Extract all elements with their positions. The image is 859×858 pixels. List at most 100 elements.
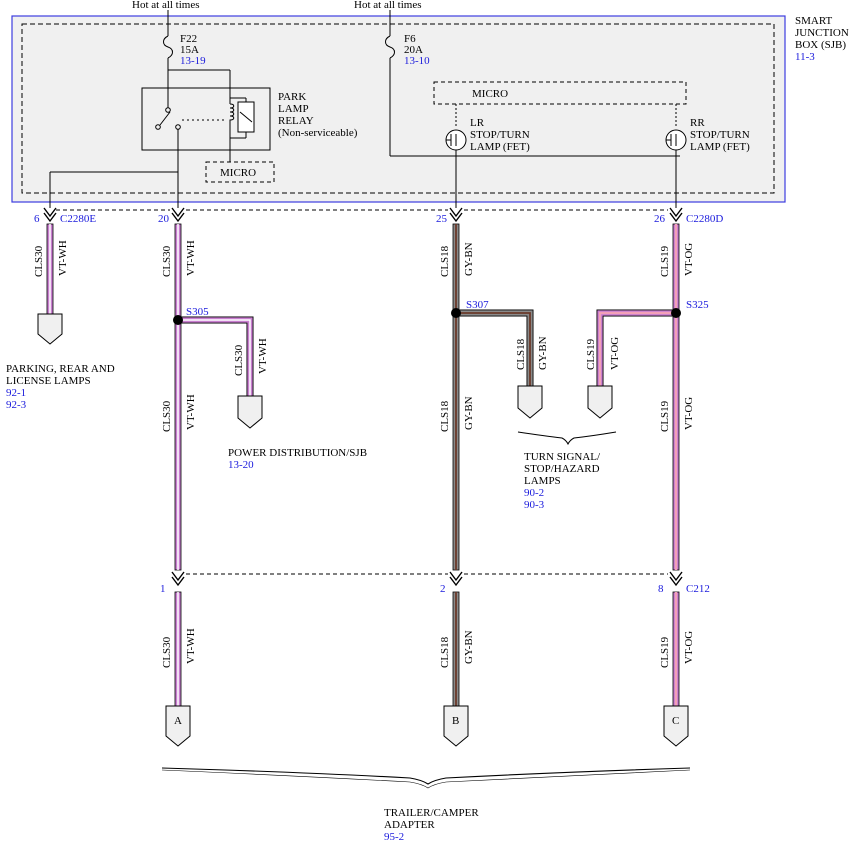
sjb-name-3: BOX (SJB) <box>795 39 846 51</box>
wire-307-color: GY-BN <box>537 336 549 370</box>
connector-pin-26 <box>669 207 683 223</box>
fet-lr-3: LAMP (FET) <box>470 141 530 153</box>
connector-c2280d-label: C2280D <box>686 213 723 225</box>
fet-rr-2: STOP/TURN <box>690 129 750 141</box>
fet-lr-1: LR <box>470 117 485 129</box>
connector-c212-pin-2 <box>449 571 463 587</box>
wire-26a-circuit: CLS19 <box>659 245 671 277</box>
wire-c-color: VT-OG <box>683 631 695 664</box>
park-lamp-relay <box>141 87 271 151</box>
connector-pin-2-label: 2 <box>440 583 446 595</box>
turn-label-3: LAMPS <box>524 475 561 487</box>
parking-lamps-connector-icon <box>37 313 63 345</box>
connector-pin-26-label: 26 <box>654 213 666 225</box>
fet-rr-3: LAMP (FET) <box>690 141 750 153</box>
power-distribution-connector-icon <box>237 395 263 429</box>
wire-b-color: GY-BN <box>463 630 475 664</box>
wire-a-color: VT-WH <box>185 628 197 664</box>
wire-pin-6 <box>46 223 54 315</box>
turn-lamp-brace <box>517 431 617 446</box>
parking-ref-1: 92-1 <box>6 387 26 399</box>
wire-pin-20 <box>174 223 182 571</box>
adapter-pin-c-icon <box>663 705 689 747</box>
relay-label-3: RELAY <box>278 115 314 127</box>
wire-20a-color: VT-WH <box>185 240 197 276</box>
connector-pin-25-label: 25 <box>436 213 448 225</box>
wire-20b-circuit: CLS30 <box>161 400 173 432</box>
splice-s307 <box>451 308 461 318</box>
fuse-f22-rating: 15A <box>180 44 199 56</box>
splice-s305-label: S305 <box>186 306 209 318</box>
wire-25a-circuit: CLS18 <box>439 245 451 277</box>
wire-6-circuit: CLS30 <box>33 245 45 277</box>
wire-a-circuit: CLS30 <box>161 636 173 668</box>
wire-26b-circuit: CLS19 <box>659 400 671 432</box>
wire-pin-2 <box>452 591 460 707</box>
wire-s307-branch <box>456 309 534 386</box>
sjb-inner-dashed <box>21 23 775 194</box>
wire-c-circuit: CLS19 <box>659 636 671 668</box>
wire-325-color: VT-OG <box>609 337 621 370</box>
adapter-pin-b-icon <box>443 705 469 747</box>
wire-25a-color: GY-BN <box>463 242 475 276</box>
wire-pin-1 <box>174 591 182 707</box>
parking-ref-2: 92-3 <box>6 399 27 411</box>
relay-label-4: (Non-serviceable) <box>278 127 358 139</box>
trailer-label-1: TRAILER/CAMPER <box>384 807 479 819</box>
connector-pin-25 <box>449 207 463 223</box>
wire-307-circuit: CLS18 <box>515 338 527 370</box>
relay-label-1: PARK <box>278 91 306 103</box>
micro-label-relay: MICRO <box>220 167 256 179</box>
wire-305-circuit: CLS30 <box>233 344 245 376</box>
connector-pin-20 <box>171 207 185 223</box>
turn-label-1: TURN SIGNAL/ <box>524 451 601 463</box>
connector-pin-20-label: 20 <box>158 213 170 225</box>
fet-lr-2: STOP/TURN <box>470 129 530 141</box>
wire-pin-26 <box>672 223 680 571</box>
sjb-box <box>11 15 786 203</box>
supply-right-label: Hot at all times <box>354 0 422 11</box>
adapter-pin-a-label: A <box>174 715 182 727</box>
turn-label-2: STOP/HAZARD <box>524 463 600 475</box>
fuse-f6-icon <box>385 35 395 59</box>
wire-26a-color: VT-OG <box>683 243 695 276</box>
wire-pin-25 <box>452 223 460 571</box>
fuse-f6-ref: 13-10 <box>404 55 430 67</box>
sjb-name-1: SMART <box>795 15 833 27</box>
fuse-f6-id: F6 <box>404 33 416 45</box>
micro-box-fet <box>433 81 687 105</box>
wire-20a-circuit: CLS30 <box>161 245 173 277</box>
relay-coil-icon <box>229 98 235 138</box>
fuse-f22-id: F22 <box>180 33 197 45</box>
trailer-label-2: ADAPTER <box>384 819 435 831</box>
power-label: POWER DISTRIBUTION/SJB <box>228 447 367 459</box>
wire-25b-circuit: CLS18 <box>439 400 451 432</box>
relay-label-2: LAMP <box>278 103 309 115</box>
sjb-ref: 11-3 <box>795 51 815 63</box>
wire-6-color: VT-WH <box>57 240 69 276</box>
connector-pin-6-label: 6 <box>34 213 40 225</box>
wire-pin-8 <box>672 591 680 707</box>
power-ref: 13-20 <box>228 459 254 471</box>
micro-box-relay <box>205 161 275 183</box>
trailer-brace <box>161 767 691 785</box>
supply-left-label: Hot at all times <box>132 0 200 11</box>
parking-label-1: PARKING, REAR AND <box>6 363 115 375</box>
sjb-name-2: JUNCTION <box>795 27 849 39</box>
fuse-f22-icon <box>163 35 173 59</box>
connector-c212-pin-1 <box>171 571 185 587</box>
fuse-f6-rating: 20A <box>404 44 423 56</box>
splice-s325 <box>671 308 681 318</box>
micro-label-fet: MICRO <box>472 88 508 100</box>
splice-s307-label: S307 <box>466 299 489 311</box>
splice-s325-label: S325 <box>686 299 709 311</box>
connector-pin-1-label: 1 <box>160 583 166 595</box>
wire-b-circuit: CLS18 <box>439 636 451 668</box>
adapter-pin-a-icon <box>165 705 191 747</box>
parking-label-2: LICENSE LAMPS <box>6 375 91 387</box>
connector-c212-pin-8 <box>669 571 683 587</box>
connector-c2280e-label: C2280E <box>60 213 96 225</box>
fet-rr-1: RR <box>690 117 705 129</box>
turn-ref-1: 90-2 <box>524 487 544 499</box>
